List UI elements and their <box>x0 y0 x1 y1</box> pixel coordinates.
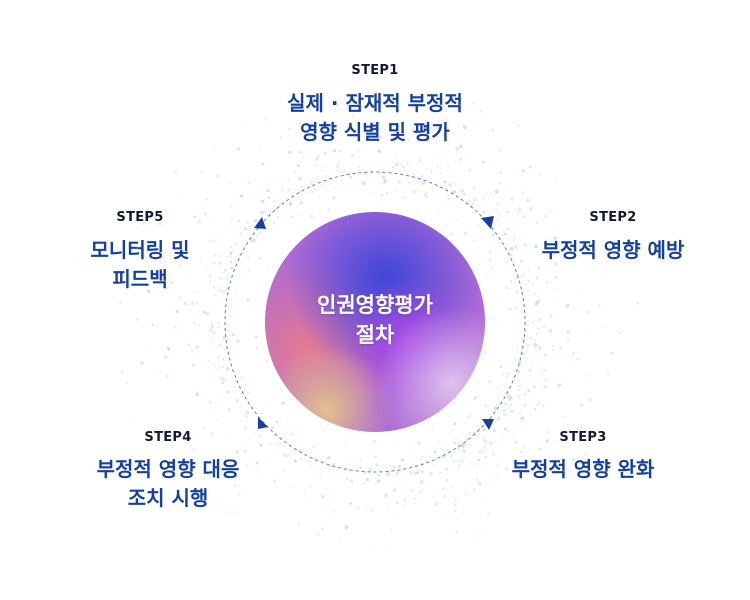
step2-title: 부정적 영향 예방 <box>541 238 685 262</box>
step4-title: 부정적 영향 대응 조치 시행 <box>96 457 240 510</box>
arrow-icon-step1-to-step2 <box>481 216 494 229</box>
step4-label: STEP4 <box>144 430 192 445</box>
step1-label: STEP1 <box>351 63 399 78</box>
step3-label: STEP3 <box>559 430 607 445</box>
dashed-cycle-ring <box>224 171 526 473</box>
step5-title: 모니터링 및 피드백 <box>90 238 190 291</box>
arrow-icon-step4-to-step5 <box>254 217 266 229</box>
step5-label: STEP5 <box>116 210 164 225</box>
arrow-icon-step2-to-step3 <box>482 419 494 430</box>
step1-title: 실제 · 잠재적 부정적 영향 식별 및 평가 <box>287 91 463 144</box>
central-orb <box>265 212 485 432</box>
center-label: 인권영향평가 절차 <box>317 293 433 347</box>
step3-title: 부정적 영향 완화 <box>511 457 655 481</box>
step2-label: STEP2 <box>589 210 637 225</box>
arrow-icon-step3-to-step4 <box>258 417 268 429</box>
